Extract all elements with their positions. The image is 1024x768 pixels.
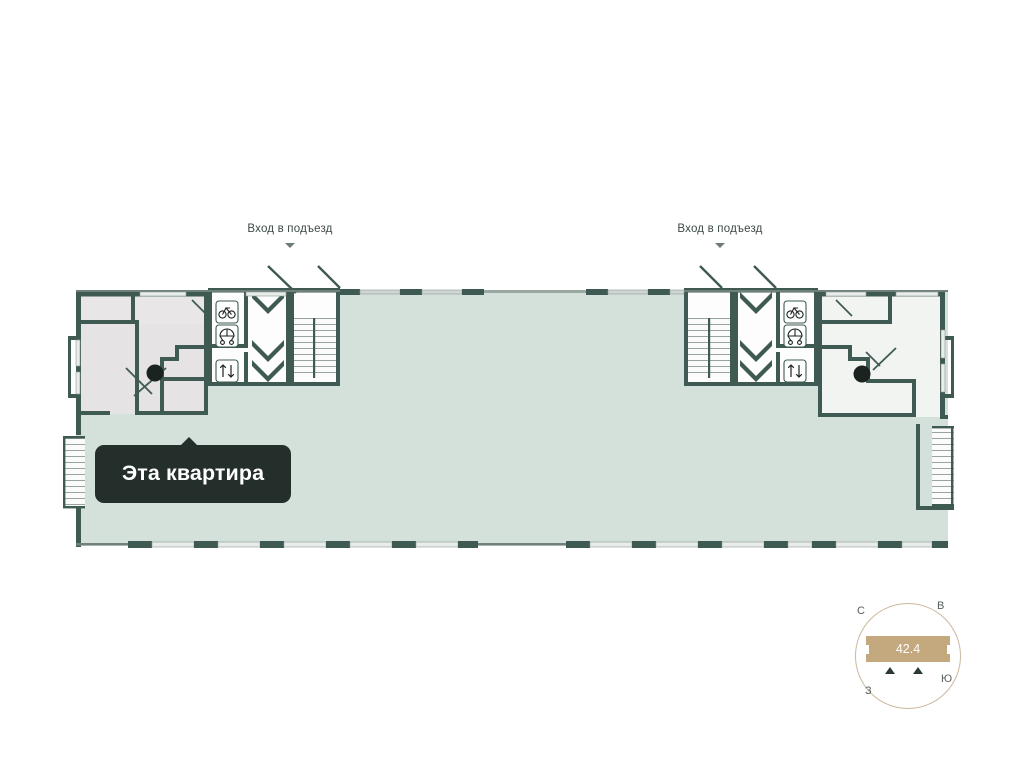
right-balcony: [916, 424, 954, 510]
compass-east-label: В: [937, 600, 945, 612]
apartment-marker-right[interactable]: [853, 365, 871, 383]
left-balcony: [63, 436, 85, 509]
elevator-icon: [783, 359, 807, 383]
left-amenity-icons: [215, 300, 239, 383]
compass-notch-left: [866, 645, 869, 654]
entrance-label-2: Вход в подъезд: [677, 223, 763, 235]
left-apartment-block: [80, 296, 208, 414]
entrance-label-1: Вход в подъезд: [247, 223, 333, 235]
left-staircase: [294, 318, 336, 378]
door-swings: [125, 299, 897, 397]
compass-west-label: З: [865, 685, 872, 697]
elevator-icon: [215, 359, 239, 383]
compass-value: 42.4: [895, 642, 921, 656]
apartment-side-windows: [75, 291, 946, 395]
caret-down-icon: [285, 243, 295, 248]
compass-notch-right: [947, 645, 950, 654]
apartment-marker-left[interactable]: [146, 364, 164, 382]
this-apartment-label: Эта квартира: [121, 461, 265, 486]
compass-orientation-marker-right: [913, 667, 923, 674]
tooltip-pointer: [180, 437, 198, 446]
right-apartment-block: [818, 292, 944, 417]
caret-down-icon: [715, 243, 725, 248]
compass-plate: 42.4: [866, 636, 950, 662]
compass-orientation-marker-left: [885, 667, 895, 674]
this-apartment-tooltip[interactable]: Эта квартира: [95, 445, 291, 503]
right-amenity-icons: [783, 300, 807, 383]
facade-bottom: [76, 541, 948, 548]
right-staircase: [688, 318, 730, 378]
compass-rose[interactable]: С В Ю З 42.4: [849, 597, 967, 715]
compass-ring: [855, 603, 961, 709]
compass-north-label: С: [857, 605, 865, 617]
compass-south-label: Ю: [941, 673, 953, 685]
facade-top: [76, 289, 948, 295]
